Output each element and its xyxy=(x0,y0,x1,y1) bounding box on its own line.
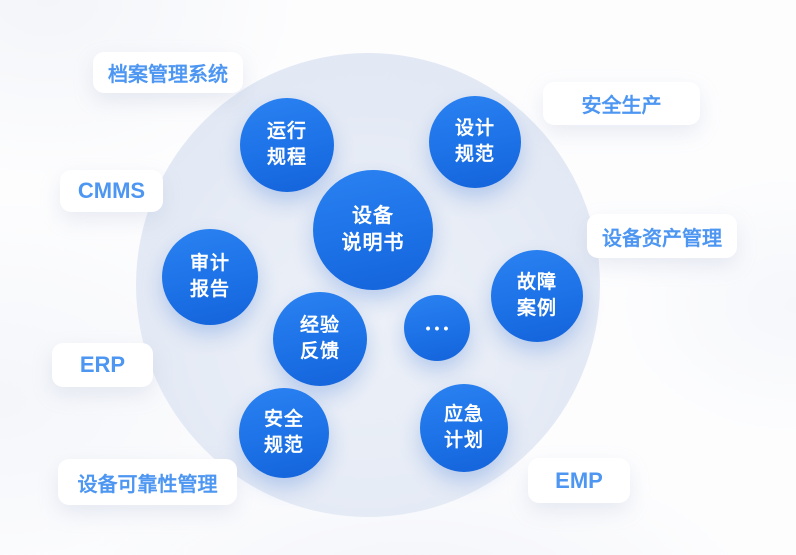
node-audit-report-line1: 审计 xyxy=(189,253,230,275)
node-run-procedure-line1: 运行 xyxy=(266,121,307,143)
node-run-procedure-line2: 规程 xyxy=(266,147,307,168)
node-emergency-plan-line1: 应急 xyxy=(443,404,484,426)
node-experience-feedback-line1: 经验 xyxy=(299,315,340,337)
node-safety-spec-line2: 规范 xyxy=(263,435,304,456)
node-fault-case: 故障 案例 xyxy=(491,250,583,342)
node-more-ellipsis: ••• xyxy=(404,295,470,361)
node-fault-case-line1: 故障 xyxy=(516,272,557,294)
label-archive-management-system: 档案管理系统 xyxy=(93,52,243,93)
node-safety-spec-line1: 安全 xyxy=(263,409,304,431)
label-equipment-reliability-management: 设备可靠性管理 xyxy=(58,459,237,505)
node-emergency-plan: 应急 计划 xyxy=(420,384,508,472)
node-design-spec-line1: 设计 xyxy=(454,118,495,140)
node-fault-case-line2: 案例 xyxy=(516,298,557,319)
label-equipment-asset-management: 设备资产管理 xyxy=(587,214,737,258)
node-audit-report: 审计 报告 xyxy=(162,229,258,325)
label-erp: ERP xyxy=(52,343,153,387)
node-safety-spec: 安全 规范 xyxy=(239,388,329,478)
label-safety-production: 安全生产 xyxy=(543,82,700,125)
node-equipment-manual-line2: 说明书 xyxy=(341,232,405,254)
node-experience-feedback: 经验 反馈 xyxy=(273,292,367,386)
label-emp: EMP xyxy=(528,458,630,503)
node-experience-feedback-line2: 反馈 xyxy=(299,341,340,362)
label-cmms: CMMS xyxy=(60,170,163,212)
node-design-spec-line2: 规范 xyxy=(454,144,495,165)
node-design-spec: 设计 规范 xyxy=(429,96,521,188)
ellipsis-dots-icon: ••• xyxy=(425,320,453,336)
node-equipment-manual: 设备 说明书 xyxy=(313,170,433,290)
node-run-procedure: 运行 规程 xyxy=(240,98,334,192)
node-audit-report-line2: 报告 xyxy=(189,279,230,300)
node-equipment-manual-line1: 设备 xyxy=(352,205,394,227)
node-emergency-plan-line2: 计划 xyxy=(443,430,484,451)
